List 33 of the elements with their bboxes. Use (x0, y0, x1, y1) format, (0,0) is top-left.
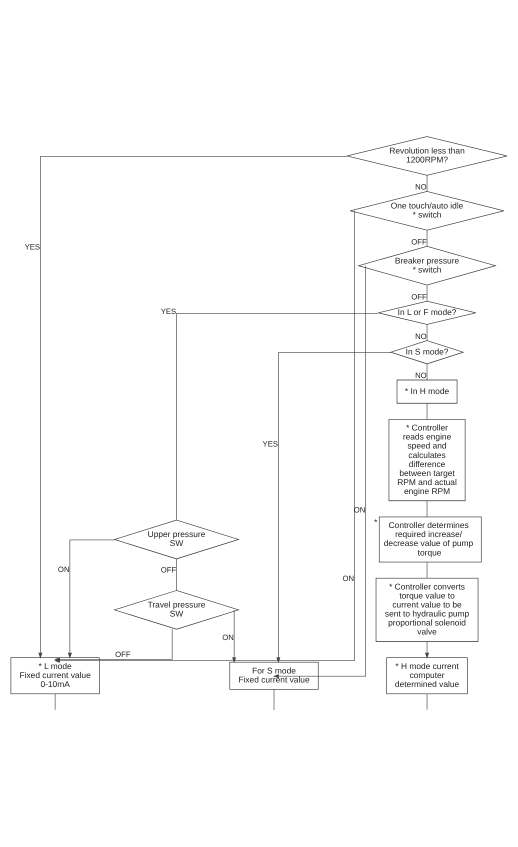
arrow (276, 352, 392, 664)
arrow (273, 265, 366, 678)
connector (426, 364, 428, 380)
connector (426, 175, 428, 192)
node-diamond: One touch/auto idle * switch (350, 191, 504, 231)
connector (426, 402, 428, 420)
connector (176, 313, 378, 520)
node-diamond: Revolution less than 1200RPM? (346, 136, 508, 176)
connector (426, 562, 428, 579)
arrow (54, 628, 172, 662)
node-diamond: Upper pressure SW (113, 520, 240, 560)
node-diamond: Travel pressure SW (113, 590, 240, 630)
connector (426, 230, 428, 247)
connector (426, 500, 428, 518)
node-box: * In H mode (396, 380, 458, 404)
node-diamond: In L or F mode? (378, 300, 476, 325)
connector (54, 693, 56, 710)
node-box: * H mode current computer determined value (386, 657, 468, 694)
connector (426, 284, 428, 302)
arrow (68, 540, 115, 659)
arrow (38, 156, 348, 659)
node-diamond: In S mode? (390, 340, 464, 364)
node-box: * Controller reads engine speed and calculates difference between target RPM and actual engine RPM (388, 419, 466, 502)
node-label: * (374, 516, 378, 527)
node-box: For S mode Fixed current value (229, 662, 319, 690)
node-box: Controller determines required increase/ decrease value of pump torque (378, 516, 482, 562)
arrow (232, 610, 236, 664)
connector (426, 324, 428, 341)
node-box: * Controller converts torque value to current value to be sent to hydraulic pump proportional solenoid valve (376, 578, 478, 642)
connector (176, 558, 177, 591)
arrow (425, 641, 430, 659)
node-diamond: Breaker pressure * switch (357, 246, 497, 286)
connector (426, 693, 428, 710)
